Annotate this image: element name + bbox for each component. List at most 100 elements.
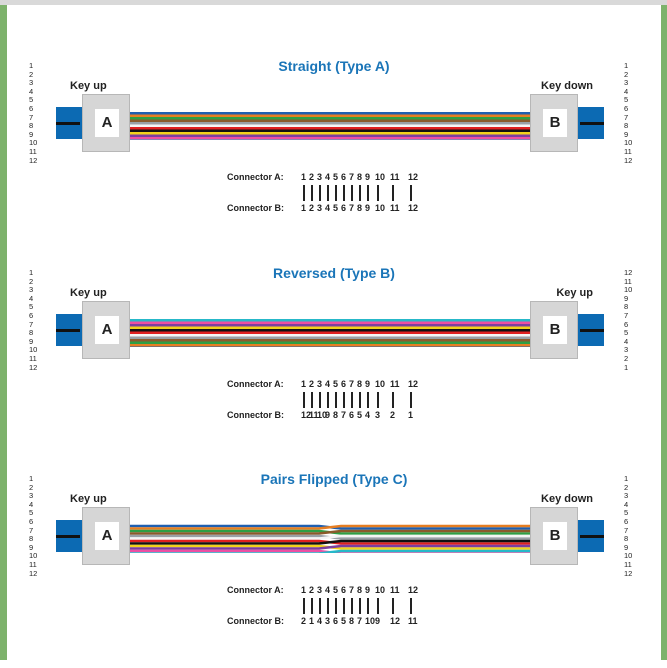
fiber-wire xyxy=(129,127,531,130)
mapping-tick xyxy=(343,598,345,614)
mapping-tick xyxy=(351,392,353,408)
fiber-wire xyxy=(129,137,531,140)
fiber-wire xyxy=(129,344,531,347)
left-plug xyxy=(56,107,82,139)
sequence-a-number: 3 xyxy=(317,379,323,389)
sequence-a-number: 4 xyxy=(325,172,331,182)
sequence-b-number: 10 xyxy=(365,616,376,626)
mapping-tick xyxy=(327,598,329,614)
sequence-a-number: 12 xyxy=(408,585,419,595)
mapping-tick xyxy=(359,185,361,201)
mapping-tick xyxy=(377,598,379,614)
fiber-ribbon xyxy=(129,317,531,347)
sequence-a-number: 1 xyxy=(301,172,307,182)
fiber-number: 10 xyxy=(29,551,38,561)
connector-b-letter: B xyxy=(543,316,567,344)
sequence-a-number: 12 xyxy=(408,379,419,389)
mapping-tick xyxy=(367,392,369,408)
fiber-wire xyxy=(129,326,531,329)
fiber-number: 7 xyxy=(624,310,629,320)
sequence-a-number: 1 xyxy=(301,585,307,595)
fiber-number: 10 xyxy=(29,345,38,355)
fiber-number: 2 xyxy=(29,482,34,492)
sequence-b-number: 12 xyxy=(408,203,419,213)
mapping-tick xyxy=(303,392,305,408)
fiber-number: 11 xyxy=(624,276,632,286)
fiber-wire xyxy=(129,346,531,347)
sequence-a-number: 11 xyxy=(390,172,400,182)
sequence-b-number: 3 xyxy=(317,203,323,213)
left-key-label: Key up xyxy=(70,493,107,505)
sequence-b-number: 9 xyxy=(325,410,331,420)
fiber-number: 7 xyxy=(624,525,629,535)
sequence-a-number: 10 xyxy=(375,585,386,595)
connector-a-letter: A xyxy=(95,316,119,344)
fiber-number: 8 xyxy=(29,121,34,131)
fiber-number: 3 xyxy=(624,345,629,355)
sequence-b-number: 1 xyxy=(408,410,414,420)
connector-b: B xyxy=(530,301,578,359)
fiber-number: 9 xyxy=(29,129,34,139)
left-key-label: Key up xyxy=(70,80,107,92)
fiber-number: 8 xyxy=(624,121,629,131)
sequence-a-number: 1 xyxy=(301,379,307,389)
mapping-tick xyxy=(311,185,313,201)
mapping-tick xyxy=(410,598,412,614)
mapping-tick xyxy=(311,392,313,408)
mapping-tick xyxy=(367,598,369,614)
fiber-wire xyxy=(129,341,531,344)
mapping-tick xyxy=(327,185,329,201)
fiber-number: 10 xyxy=(624,551,633,561)
mapping-tick xyxy=(343,185,345,201)
fiber-number: 10 xyxy=(624,138,633,148)
sequence-b-number: 1 xyxy=(309,616,315,626)
fiber-number: 2 xyxy=(624,69,629,79)
sequence-b-number: 4 xyxy=(365,410,371,420)
sequence-b-number: 7 xyxy=(341,410,347,420)
fiber-number: 12 xyxy=(624,268,633,277)
fiber-wire xyxy=(129,117,531,120)
sequence-a-number: 2 xyxy=(309,172,315,182)
fiber-number: 6 xyxy=(29,103,34,113)
sequence-a-number: 5 xyxy=(333,379,339,389)
fiber-number: 1 xyxy=(624,362,629,372)
fiber-wire xyxy=(129,132,531,135)
fiber-number: 6 xyxy=(624,516,629,526)
fiber-number: 5 xyxy=(624,95,629,105)
fiber-wire xyxy=(129,112,531,115)
fiber-number: 7 xyxy=(29,525,34,535)
sequence-b-number: 2 xyxy=(309,203,315,213)
fiber-number: 7 xyxy=(29,112,34,122)
mapping-tick xyxy=(392,598,394,614)
mapping-tick xyxy=(303,185,305,201)
fiber-number: 3 xyxy=(624,78,629,88)
sequence-a-number: 9 xyxy=(365,172,371,182)
fiber-wire xyxy=(129,129,531,132)
sequence-b-number: 12 xyxy=(301,410,312,420)
fiber-number: 4 xyxy=(624,86,629,96)
sequence-a-number: 10 xyxy=(375,172,386,182)
fiber-number: 1 xyxy=(29,268,34,277)
fiber-number: 12 xyxy=(624,155,633,165)
fiber-number: 5 xyxy=(624,508,629,518)
sequence-a-number: 3 xyxy=(317,172,323,182)
fiber-number: 8 xyxy=(624,534,629,544)
fiber-number: 4 xyxy=(29,293,34,303)
connector-b: B xyxy=(530,507,578,565)
sequence-b-number: 5 xyxy=(333,203,339,213)
sequence-a-number: 6 xyxy=(341,379,347,389)
fiber-number: 2 xyxy=(29,276,34,286)
fiber-number: 9 xyxy=(29,336,34,346)
sequence-b-number: 4 xyxy=(325,203,331,213)
fiber-number: 11 xyxy=(29,559,37,569)
fiber-number: 4 xyxy=(624,499,629,509)
sequence-a-number: 2 xyxy=(309,585,315,595)
fiber-number: 4 xyxy=(29,499,34,509)
fiber-number: 6 xyxy=(624,319,629,329)
fiber-number: 11 xyxy=(29,146,37,156)
connector-a: A xyxy=(82,507,130,565)
right-key-label: Key up xyxy=(556,287,593,299)
ribbon-wires xyxy=(129,112,531,140)
